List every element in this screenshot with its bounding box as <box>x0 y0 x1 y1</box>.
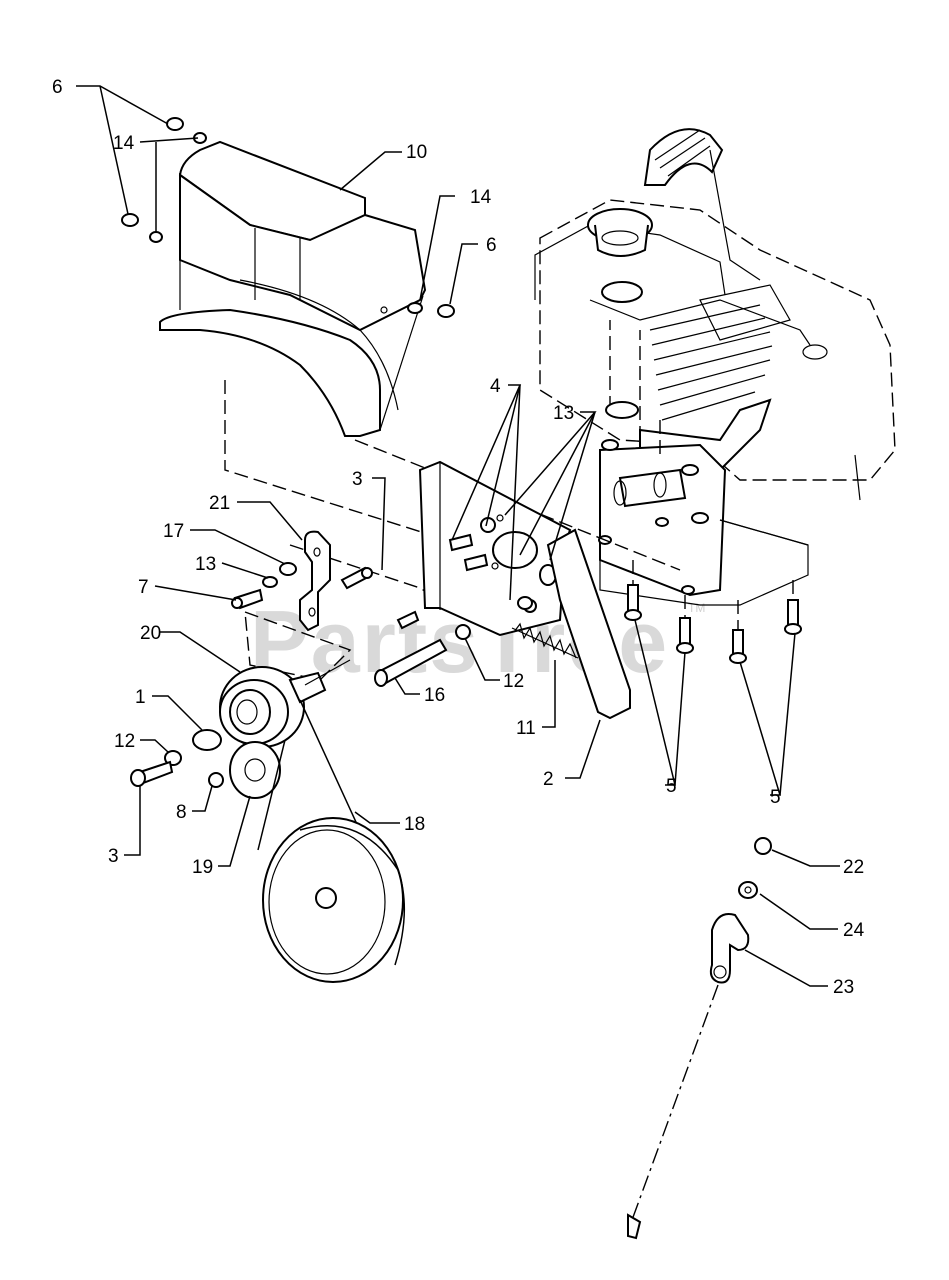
spring <box>511 622 579 659</box>
callout-22: 22 <box>843 857 864 878</box>
callout-14-right: 14 <box>470 187 492 208</box>
pulley-assembly <box>130 659 405 983</box>
alignment-line-1 <box>224 380 511 561</box>
callout-10: 10 <box>406 142 427 163</box>
callout-12-plate: 12 <box>503 671 524 692</box>
callout-2: 2 <box>543 769 554 790</box>
alignment-line-2 <box>354 439 681 571</box>
callout-17: 17 <box>163 521 184 542</box>
callout-11: 11 <box>516 718 536 739</box>
callout-12-left: 12 <box>114 731 135 752</box>
belt-cover <box>159 140 427 437</box>
callout-18: 18 <box>404 814 425 835</box>
engine <box>534 128 896 501</box>
callout-19: 19 <box>192 857 213 878</box>
callout-1: 1 <box>135 687 146 708</box>
callout-13-left: 13 <box>195 554 216 575</box>
callout-23: 23 <box>833 977 854 998</box>
engine-base <box>598 439 809 606</box>
leader-lines <box>76 85 840 987</box>
callout-6-right: 6 <box>486 235 497 256</box>
callout-4: 4 <box>490 376 501 397</box>
cable-hardware <box>627 837 772 1240</box>
callout-16: 16 <box>424 685 445 706</box>
engine-bolts <box>624 560 802 664</box>
callout-7: 7 <box>138 577 149 598</box>
callout-13-upper: 13 <box>553 403 574 424</box>
nut-12-plate <box>455 624 471 640</box>
callout-5-middle: 5 <box>666 776 677 797</box>
callout-5-right: 5 <box>770 787 781 808</box>
callout-8: 8 <box>176 802 187 823</box>
mounting-plate <box>418 460 572 637</box>
idler-arm <box>546 528 631 720</box>
callout-14-top-left: 14 <box>113 133 135 154</box>
callout-21: 21 <box>209 493 230 514</box>
callout-3-upper: 3 <box>352 469 363 490</box>
bracket-21 <box>231 530 420 632</box>
callout-20: 20 <box>140 623 161 644</box>
callout-6-top-left: 6 <box>52 77 63 98</box>
alignment-line-4 <box>244 610 352 681</box>
cooling-fins <box>649 284 791 421</box>
callout-24: 24 <box>843 920 865 941</box>
callout-labels: 6 14 10 14 6 4 13 3 21 17 13 7 20 1 12 8… <box>52 77 865 998</box>
callout-3-lower: 3 <box>108 846 119 867</box>
